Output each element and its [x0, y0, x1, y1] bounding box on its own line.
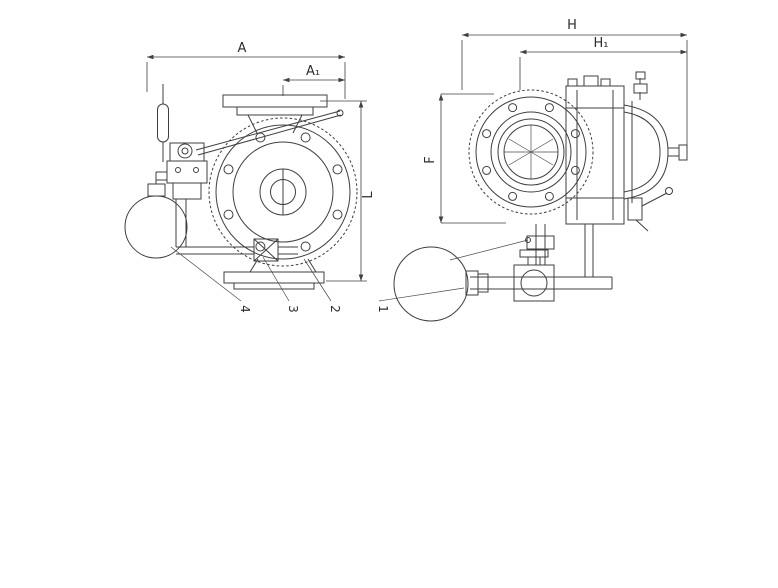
dimension-l: L [320, 100, 376, 282]
actuator-stem-cap [678, 144, 688, 161]
pilot-valve-assembly [155, 142, 208, 247]
dimension-f: F [423, 93, 506, 224]
valve-body-front [208, 117, 358, 267]
dimension-a1: A₁ [282, 64, 345, 96]
part-label-2: 2 [328, 305, 342, 313]
part-label-1: 1 [376, 305, 390, 313]
disc-spokes [504, 125, 558, 179]
flange-face [468, 89, 594, 215]
bolt-holes-side [482, 103, 580, 201]
pilot-piping-side [449, 224, 613, 302]
diaphragm-actuator [623, 71, 688, 232]
dim-label-f: F [423, 156, 438, 163]
dim-label-h: H [567, 18, 577, 33]
bottom-flange [223, 258, 325, 290]
dim-label-a: A [238, 41, 247, 56]
front-view: A A₁ L [124, 41, 376, 290]
dim-label-a1: A₁ [306, 64, 320, 79]
top-bolt-studs [567, 75, 611, 87]
dim-label-h1: H₁ [594, 36, 609, 51]
dimension-a: A [146, 41, 346, 99]
pilot-handle [157, 84, 193, 162]
dim-label-l: L [361, 191, 376, 199]
float-ball-front [124, 183, 188, 259]
dimension-h1: H₁ [519, 36, 687, 90]
bottom-piping-front [176, 238, 298, 262]
part-callouts: 4 3 2 1 [170, 246, 465, 313]
linkage-rod [195, 109, 344, 156]
dimension-h: H [461, 18, 688, 146]
top-flange [222, 94, 328, 134]
part-label-3: 3 [286, 305, 300, 313]
ball-valve [513, 249, 555, 302]
bolt-holes-front [223, 132, 343, 252]
part-label-4: 4 [238, 305, 252, 313]
side-view: H H₁ F [393, 18, 688, 322]
valve-body-side [565, 75, 625, 225]
float-ball-side [393, 246, 469, 322]
